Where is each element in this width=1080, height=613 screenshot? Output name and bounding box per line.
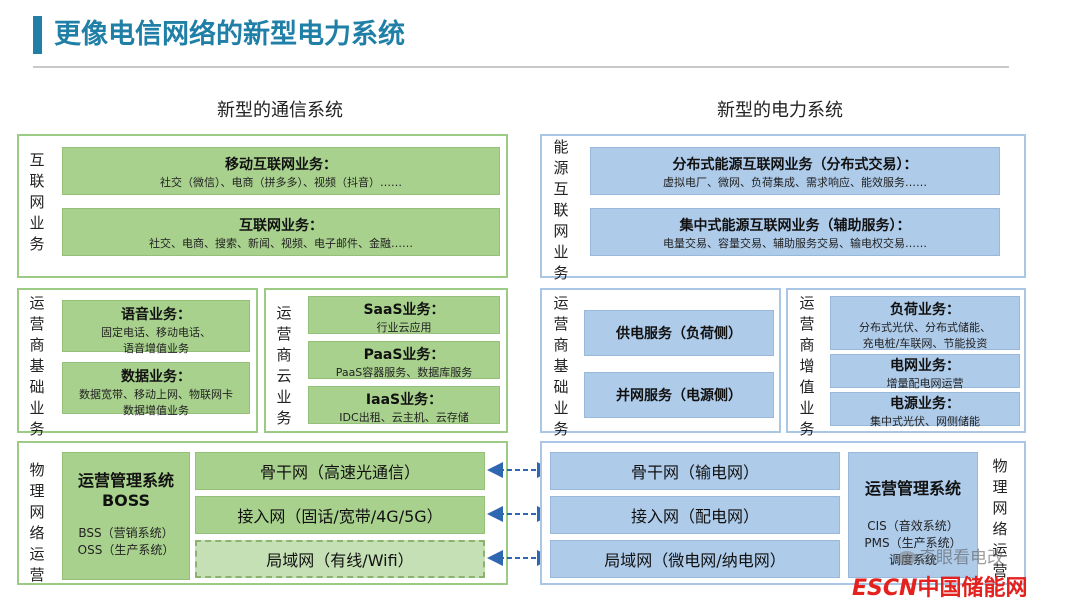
load-desc-1: 分布式光伏、分布式储能、	[859, 321, 991, 334]
power-source-box: 电源业务： 集中式光伏、网侧储能	[830, 392, 1020, 428]
data-title: 数据业务：	[121, 369, 191, 385]
right-lan-box: 局域网（微电网/纳电网）	[550, 540, 840, 578]
left-internet-label: 互联网业务	[29, 151, 45, 253]
internet-box: 互联网业务： 社交、电商、搜索、新闻、视频、电子邮件、金融……	[62, 208, 500, 256]
voice-desc-2: 语音增值业务	[123, 342, 189, 355]
connection-arrows	[487, 462, 553, 566]
title-accent-bar	[33, 16, 42, 54]
voice-desc-1: 固定电话、移动电话、	[101, 326, 211, 339]
cis-line: CIS（音效系统）	[867, 519, 959, 533]
right-physical-label: 物理网络运营	[992, 457, 1008, 580]
data-service-box: 数据业务： 数据宽带、移动上网、物联网卡 数据增值业务	[62, 362, 250, 417]
paas-box: PaaS业务： PaaS容器服务、数据库服务	[308, 341, 500, 379]
mobile-internet-title: 移动互联网业务：	[225, 157, 337, 173]
boss-title-1: 运营管理系统	[77, 471, 174, 490]
grid-service-box: 电网业务： 增量配电网运营	[830, 354, 1020, 390]
internet-desc: 社交、电商、搜索、新闻、视频、电子邮件、金融……	[149, 237, 413, 250]
data-desc-2: 数据增值业务	[123, 404, 189, 417]
mobile-internet-desc: 社交（微信）、电商（拼多多）、视频（抖音）……	[160, 176, 402, 189]
grid-desc: 增量配电网运营	[886, 377, 964, 390]
power-source-desc: 集中式光伏、网侧储能	[870, 415, 980, 428]
boss-system-box: 运营管理系统 BOSS BSS（营销系统） OSS（生产系统）	[62, 452, 190, 580]
paas-title: PaaS业务：	[363, 347, 445, 363]
load-service-box: 负荷业务： 分布式光伏、分布式储能、 充电桩/车联网、节能投资	[830, 296, 1020, 350]
iaas-box: IaaS业务： IDC出租、云主机、云存储	[308, 386, 500, 424]
saas-desc: 行业云应用	[376, 321, 432, 334]
mobile-internet-box: 移动互联网业务： 社交（微信）、电商（拼多多）、视频（抖音）……	[62, 147, 500, 195]
load-desc-2: 充电桩/车联网、节能投资	[862, 337, 988, 350]
escn-brand: ESCN	[852, 576, 918, 601]
voice-title: 语音业务：	[121, 307, 191, 323]
left-lan-box: 局域网（有线/Wifi）	[195, 540, 485, 578]
left-backbone-box: 骨干网（高速光通信）	[195, 452, 485, 490]
boss-title-2: BOSS	[101, 491, 151, 510]
load-title: 负荷业务：	[890, 302, 960, 318]
escn-brand-cn: 中国储能网	[917, 576, 1028, 601]
supply-service-box: 供电服务（负荷侧）	[584, 310, 774, 356]
wechat-icon	[898, 551, 916, 565]
grid-title: 电网业务：	[890, 358, 960, 374]
right-internet-label: 能源互联网业务	[553, 138, 569, 282]
escn-watermark: ESCN中国储能网	[852, 570, 1027, 602]
left-physical-label: 物理网络运营	[29, 461, 45, 584]
left-access-box: 接入网（固话/宽带/4G/5G）	[195, 496, 485, 534]
paas-desc: PaaS容器服务、数据库服务	[335, 366, 473, 379]
distributed-energy-box: 分布式能源互联网业务（分布式交易）： 虚拟电厂、微网、负荷集成、需求响应、能效服…	[590, 147, 1000, 195]
right-basic-label: 运营商基础业务	[553, 294, 569, 438]
iaas-desc: IDC出租、云主机、云存储	[339, 411, 469, 424]
data-desc-1: 数据宽带、移动上网、物联网卡	[79, 388, 233, 401]
left-cloud-label: 运营商云业务	[276, 304, 292, 427]
centralized-energy-desc: 电量交易、容量交易、辅助服务交易、输电权交易……	[663, 237, 927, 250]
right-access-box: 接入网（配电网）	[550, 496, 840, 534]
power-source-title: 电源业务：	[890, 396, 960, 412]
page-title: 更像电信网络的新型电力系统	[54, 19, 405, 50]
internet-title: 互联网业务：	[239, 218, 323, 234]
saas-box: SaaS业务： 行业云应用	[308, 296, 500, 334]
left-heading: 新型的通信系统	[217, 100, 343, 121]
centralized-energy-box: 集中式能源互联网业务（辅助服务）： 电量交易、容量交易、辅助服务交易、输电权交易…	[590, 208, 1000, 256]
wechat-watermark-text: 奇眼看电改	[919, 548, 1004, 568]
oss-line: OSS（生产系统）	[77, 543, 175, 557]
distributed-energy-desc: 虚拟电厂、微网、负荷集成、需求响应、能效服务……	[663, 176, 927, 189]
right-value-label: 运营商增值业务	[799, 294, 815, 438]
ops-title: 运营管理系统	[864, 479, 961, 498]
iaas-title: IaaS业务：	[365, 392, 443, 408]
grid-connection-box: 并网服务（电源侧）	[584, 372, 774, 418]
centralized-energy-title: 集中式能源互联网业务（辅助服务）：	[679, 218, 911, 234]
left-basic-label: 运营商基础业务	[29, 294, 45, 438]
pms-line: PMS（生产系统）	[864, 536, 962, 550]
right-heading: 新型的电力系统	[717, 100, 843, 121]
right-backbone-box: 骨干网（输电网）	[550, 452, 840, 490]
wechat-watermark: 奇眼看电改	[898, 543, 1058, 568]
bss-line: BSS（营销系统）	[78, 526, 174, 540]
voice-service-box: 语音业务： 固定电话、移动电话、 语音增值业务	[62, 300, 250, 355]
saas-title: SaaS业务：	[363, 302, 445, 318]
title-divider	[33, 66, 1009, 68]
distributed-energy-title: 分布式能源互联网业务（分布式交易）：	[672, 157, 918, 173]
